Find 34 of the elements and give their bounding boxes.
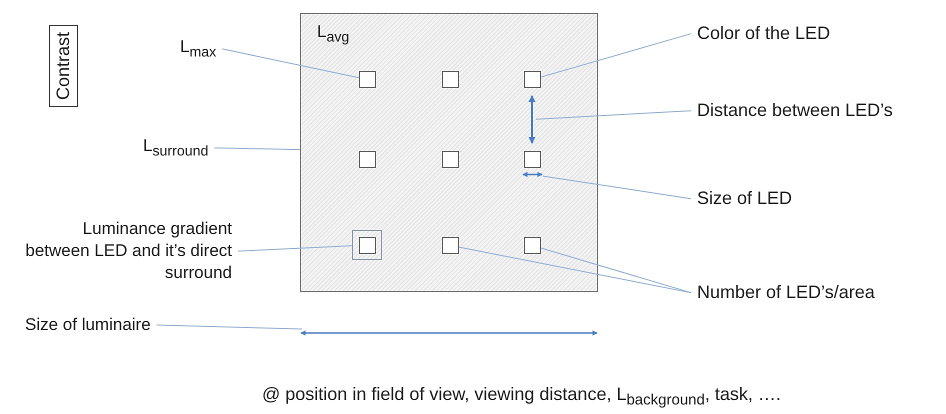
callout-text: Distance between LED’s bbox=[697, 99, 893, 122]
leader-line bbox=[542, 176, 692, 200]
callout-text: Color of the LED bbox=[697, 22, 830, 46]
led-square bbox=[359, 151, 376, 168]
led-square bbox=[358, 236, 376, 254]
led-square bbox=[442, 237, 459, 254]
led-square bbox=[524, 71, 541, 88]
dimension-arrow bbox=[300, 329, 598, 337]
led-square bbox=[524, 237, 541, 254]
leader-line bbox=[458, 246, 692, 294]
luminaire-panel bbox=[300, 13, 598, 292]
callout-text: L$_{max}$ bbox=[180, 36, 216, 62]
led-square bbox=[442, 151, 459, 168]
leader-line bbox=[536, 110, 692, 120]
led-square bbox=[524, 151, 541, 168]
panel-label: L$_{avg}$ bbox=[317, 22, 350, 46]
leader-line bbox=[540, 33, 692, 78]
callout-text: Number of LED’s/area bbox=[697, 281, 875, 304]
dimension-arrow bbox=[522, 171, 543, 178]
leader-line bbox=[156, 324, 302, 330]
led-square bbox=[442, 71, 459, 88]
callout-text: Luminance gradient between LED and it’s direct surround bbox=[20, 218, 232, 284]
callout-text: L$_{surround}$ bbox=[143, 135, 208, 161]
surround-frame bbox=[352, 230, 382, 260]
leader-line bbox=[540, 248, 692, 294]
contrast-label: Contrast bbox=[49, 25, 78, 108]
leader-line bbox=[222, 48, 360, 78]
leader-line bbox=[214, 147, 300, 150]
note-text: @ position in field of view, viewing distance, L$_{background}$, task, …. bbox=[262, 383, 781, 410]
dimension-arrow bbox=[528, 95, 536, 144]
leader-line bbox=[238, 245, 352, 252]
callout-text: Size of LED bbox=[697, 187, 792, 210]
callout-text: Size of luminaire bbox=[25, 314, 151, 336]
led-square bbox=[359, 71, 376, 88]
